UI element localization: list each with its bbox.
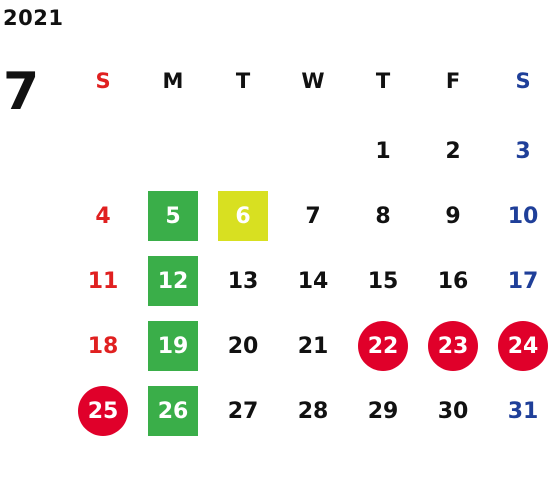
day-cell[interactable]: 21 bbox=[297, 333, 329, 359]
day-cell[interactable]: 22 bbox=[358, 321, 408, 371]
day-cell[interactable]: 27 bbox=[227, 398, 259, 424]
weekday-sunday: S bbox=[95, 69, 111, 93]
weekday-friday: F bbox=[445, 69, 461, 93]
day-cell[interactable]: 2 bbox=[445, 138, 461, 164]
day-cell[interactable]: 7 bbox=[305, 203, 321, 229]
day-cell[interactable]: 30 bbox=[437, 398, 469, 424]
day-cell[interactable]: 1 bbox=[375, 138, 391, 164]
day-cell[interactable]: 3 bbox=[515, 138, 531, 164]
day-cell[interactable]: 31 bbox=[507, 398, 539, 424]
day-cell[interactable]: 26 bbox=[148, 386, 198, 436]
day-cell[interactable]: 13 bbox=[227, 268, 259, 294]
weekday-thursday: T bbox=[375, 69, 391, 93]
day-cell[interactable]: 20 bbox=[227, 333, 259, 359]
day-cell[interactable]: 18 bbox=[87, 333, 119, 359]
day-cell[interactable]: 6 bbox=[218, 191, 268, 241]
day-cell[interactable]: 16 bbox=[437, 268, 469, 294]
day-cell[interactable]: 9 bbox=[445, 203, 461, 229]
weekday-wednesday: W bbox=[301, 69, 325, 93]
day-cell[interactable]: 11 bbox=[87, 268, 119, 294]
day-cell[interactable]: 25 bbox=[78, 386, 128, 436]
day-cell[interactable]: 28 bbox=[297, 398, 329, 424]
day-cell[interactable]: 4 bbox=[95, 203, 111, 229]
day-cell[interactable]: 8 bbox=[375, 203, 391, 229]
day-cell[interactable]: 17 bbox=[507, 268, 539, 294]
weekday-monday: M bbox=[162, 69, 184, 93]
weekday-saturday: S bbox=[515, 69, 531, 93]
day-cell[interactable]: 23 bbox=[428, 321, 478, 371]
weekday-tuesday: T bbox=[235, 69, 251, 93]
day-cell[interactable]: 24 bbox=[498, 321, 548, 371]
day-cell[interactable]: 19 bbox=[148, 321, 198, 371]
day-cell[interactable]: 15 bbox=[367, 268, 399, 294]
day-cell[interactable]: 10 bbox=[507, 203, 539, 229]
day-cell[interactable]: 14 bbox=[297, 268, 329, 294]
year-label: 2021 bbox=[3, 6, 64, 30]
day-cell[interactable]: 29 bbox=[367, 398, 399, 424]
month-label: 7 bbox=[3, 62, 40, 122]
day-cell[interactable]: 12 bbox=[148, 256, 198, 306]
day-cell[interactable]: 5 bbox=[148, 191, 198, 241]
